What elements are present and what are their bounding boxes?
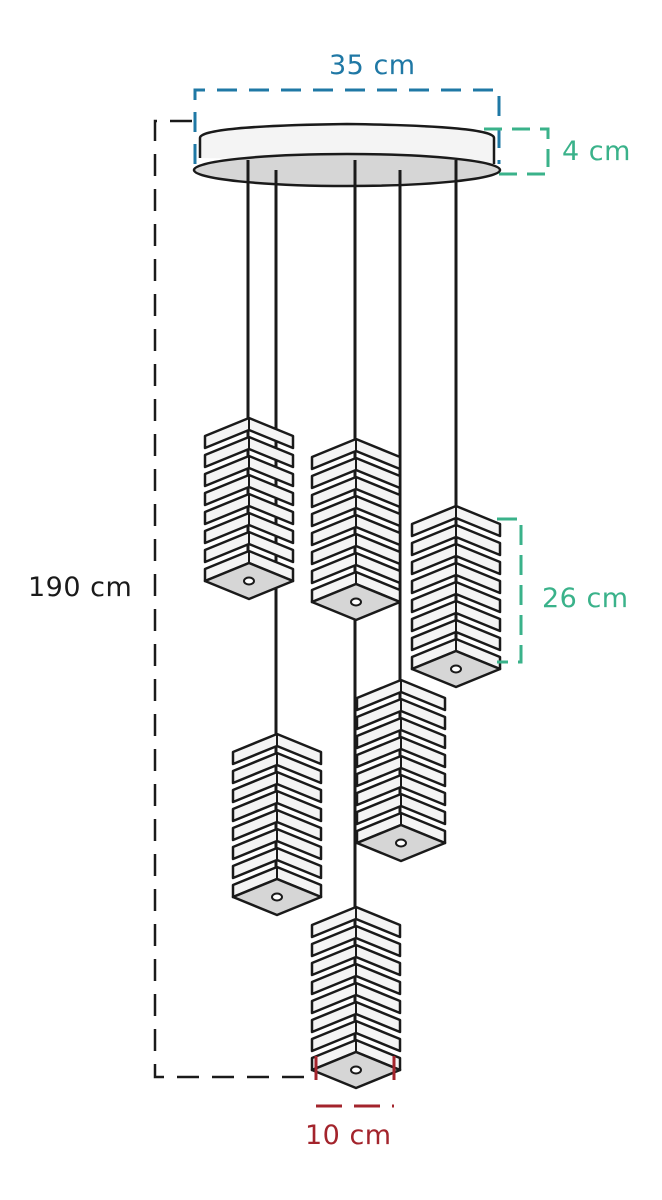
shade-width-bracket xyxy=(314,1056,396,1108)
pendant-shade xyxy=(410,504,502,689)
total-drop-label: 190 cm xyxy=(28,572,133,603)
pendant-shade xyxy=(203,416,295,601)
shade-height-bracket xyxy=(497,517,523,664)
canopy-height-bracket xyxy=(484,127,550,176)
canopy-width-bracket xyxy=(193,88,501,164)
pendant-shade xyxy=(231,732,323,917)
pendant-shade xyxy=(310,437,402,622)
shade-width-label: 10 cm xyxy=(305,1120,392,1151)
canopy-width-label: 35 cm xyxy=(329,50,416,81)
pendant-shade xyxy=(355,678,447,863)
canopy xyxy=(192,122,502,188)
pendant-shade xyxy=(310,905,402,1090)
total-drop-bracket xyxy=(153,119,310,1079)
pendant-shades xyxy=(203,416,502,1090)
shade-height-label: 26 cm xyxy=(542,583,629,614)
canopy-height-label: 4 cm xyxy=(562,136,631,167)
